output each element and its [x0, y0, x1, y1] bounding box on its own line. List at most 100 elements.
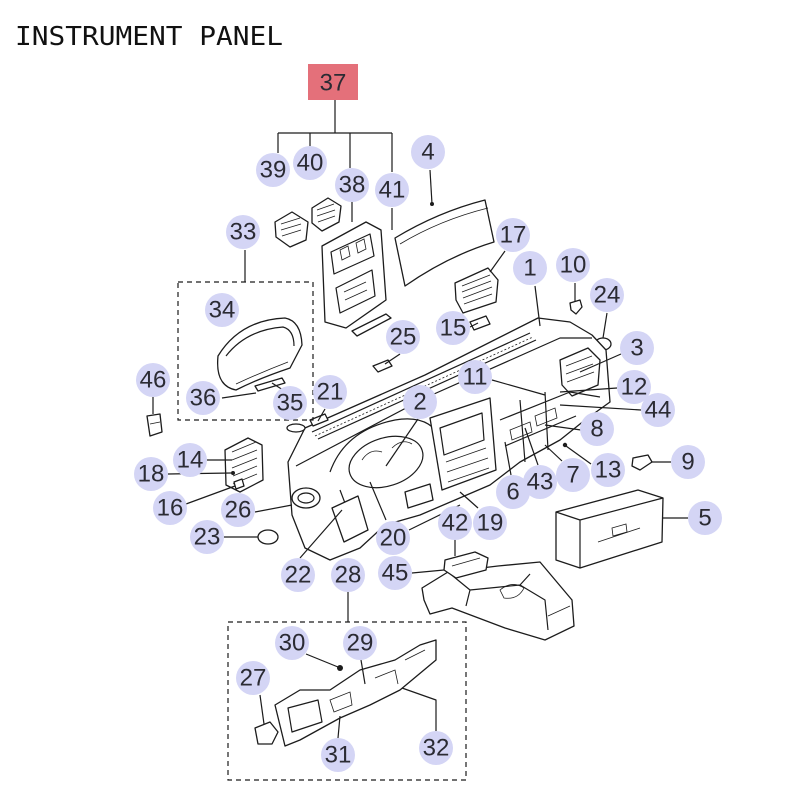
callout-4[interactable]: 4: [411, 135, 445, 169]
callout-25[interactable]: 25: [386, 320, 420, 354]
callout-27[interactable]: 27: [236, 661, 270, 695]
svg-text:27: 27: [240, 665, 267, 692]
svg-text:9: 9: [681, 449, 694, 476]
callout-15[interactable]: 15: [436, 311, 470, 345]
svg-text:8: 8: [590, 416, 603, 443]
svg-text:17: 17: [500, 222, 527, 249]
svg-text:23: 23: [194, 524, 221, 551]
callout-45[interactable]: 45: [378, 556, 412, 590]
svg-text:39: 39: [260, 157, 287, 184]
callout-28[interactable]: 28: [331, 558, 365, 592]
svg-text:13: 13: [595, 457, 622, 484]
callout-6[interactable]: 6: [496, 475, 530, 509]
callout-19[interactable]: 19: [473, 506, 507, 540]
callout-7[interactable]: 7: [556, 458, 590, 492]
part-22-knee-panel: [331, 495, 369, 543]
callout-17[interactable]: 17: [496, 218, 530, 252]
callout-35[interactable]: 35: [273, 386, 307, 420]
callout-36[interactable]: 36: [186, 381, 220, 415]
svg-text:6: 6: [506, 479, 519, 506]
part-29-lower-trim: [274, 639, 437, 747]
callout-33[interactable]: 33: [226, 215, 260, 249]
callout-12[interactable]: 12: [617, 370, 651, 404]
callout-38[interactable]: 38: [335, 168, 369, 202]
part-15-clip: [469, 315, 491, 331]
svg-text:41: 41: [379, 177, 406, 204]
part-41-strip: [351, 313, 392, 337]
callout-32[interactable]: 32: [419, 731, 453, 765]
callout-3[interactable]: 3: [620, 331, 654, 365]
svg-text:40: 40: [297, 150, 324, 177]
callout-21[interactable]: 21: [313, 375, 347, 409]
svg-text:42: 42: [442, 510, 469, 537]
callout-23[interactable]: 23: [190, 520, 224, 554]
svg-text:35: 35: [277, 390, 304, 417]
svg-text:28: 28: [335, 562, 362, 589]
svg-text:1: 1: [523, 255, 536, 282]
svg-text:29: 29: [347, 630, 374, 657]
callout-11[interactable]: 11: [458, 360, 492, 394]
callout-20[interactable]: 20: [376, 521, 410, 555]
part-9-clip: [631, 454, 653, 471]
callout-42[interactable]: 42: [438, 506, 472, 540]
part-38-center-bezel: [321, 221, 387, 329]
svg-text:36: 36: [190, 385, 217, 412]
callout-9[interactable]: 9: [671, 445, 705, 479]
callout-14[interactable]: 14: [173, 443, 207, 477]
svg-text:22: 22: [285, 562, 312, 589]
callout-39[interactable]: 39: [256, 153, 290, 187]
callout-22[interactable]: 22: [281, 558, 315, 592]
callout-44[interactable]: 44: [641, 393, 675, 427]
callouts: 37 1 2 3 4 5 6 7 8 9 10 11 12 13 14 15 1…: [134, 64, 722, 772]
callout-37-selected[interactable]: 37: [308, 64, 358, 100]
callout-16[interactable]: 16: [153, 491, 187, 525]
part-16-clip: [233, 478, 245, 490]
part-console: [421, 561, 575, 641]
svg-text:38: 38: [339, 172, 366, 199]
svg-text:2: 2: [413, 389, 426, 416]
callout-46[interactable]: 46: [136, 363, 170, 397]
callout-2[interactable]: 2: [403, 385, 437, 419]
svg-text:21: 21: [317, 379, 344, 406]
callout-5[interactable]: 5: [688, 501, 722, 535]
svg-text:5: 5: [698, 505, 711, 532]
part-36-strip: [254, 377, 286, 392]
callout-30[interactable]: 30: [275, 626, 309, 660]
svg-text:19: 19: [477, 510, 504, 537]
svg-text:16: 16: [157, 495, 184, 522]
page-title: INSTRUMENT PANEL: [15, 22, 283, 52]
part-14-side-vent: [224, 437, 264, 493]
callout-31[interactable]: 31: [321, 738, 355, 772]
callout-8[interactable]: 8: [580, 412, 614, 446]
svg-text:43: 43: [527, 469, 554, 496]
part-27-clip: [254, 721, 279, 745]
callout-1[interactable]: 1: [513, 251, 547, 285]
part-23-cap: [257, 529, 279, 545]
callout-34[interactable]: 34: [205, 293, 239, 327]
svg-text:32: 32: [423, 735, 450, 762]
svg-text:15: 15: [440, 315, 467, 342]
callout-43[interactable]: 43: [523, 465, 557, 499]
callout-10[interactable]: 10: [556, 248, 590, 282]
svg-text:7: 7: [566, 462, 579, 489]
part-18-screw: [231, 471, 235, 475]
part-40-vent: [311, 197, 342, 232]
svg-text:12: 12: [621, 374, 648, 401]
callout-41[interactable]: 41: [375, 173, 409, 207]
callout-13[interactable]: 13: [591, 453, 625, 487]
part-35-clip: [286, 423, 306, 433]
leader-lines: [152, 100, 688, 739]
part-10-screw: [569, 299, 583, 315]
callout-29[interactable]: 29: [343, 626, 377, 660]
part-1-instrument-panel: [287, 317, 611, 561]
svg-text:33: 33: [230, 219, 257, 246]
callout-18[interactable]: 18: [134, 457, 168, 491]
svg-text:34: 34: [209, 297, 236, 324]
svg-text:4: 4: [421, 139, 434, 166]
part-17-vent: [454, 267, 499, 314]
callout-40[interactable]: 40: [293, 146, 327, 180]
svg-text:44: 44: [645, 397, 672, 424]
callout-26[interactable]: 26: [221, 493, 255, 527]
callout-24[interactable]: 24: [590, 278, 624, 312]
part-46-clip: [146, 413, 163, 437]
